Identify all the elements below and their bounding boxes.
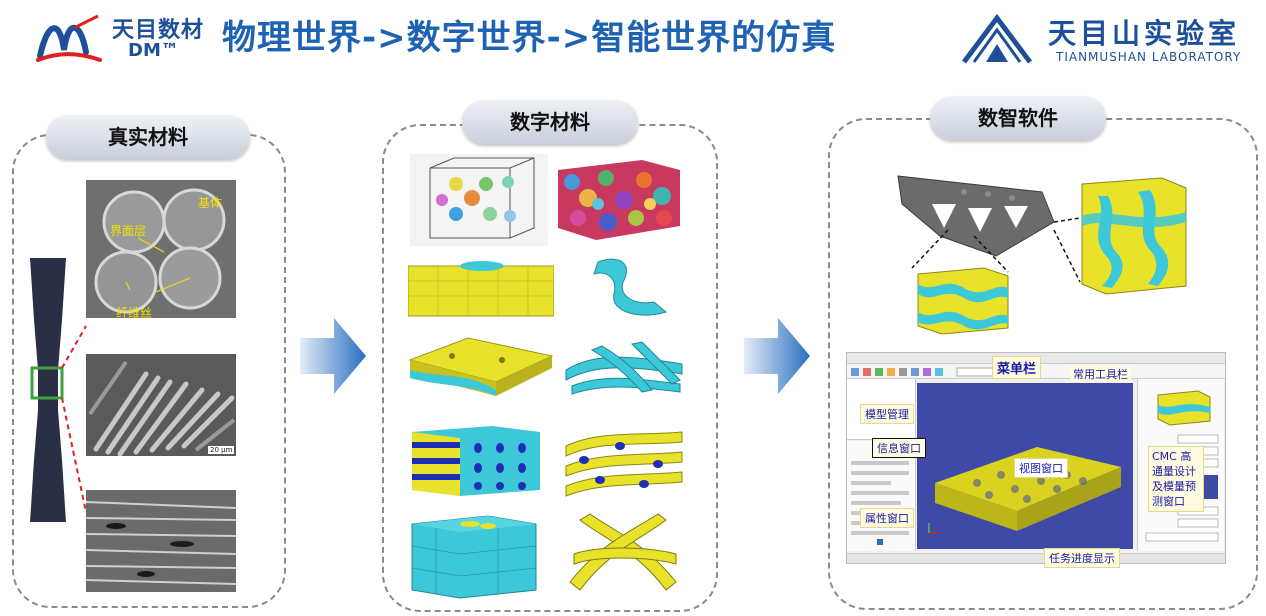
rve-cube-image [1081,177,1187,295]
annotation-task-progress: 任务进度显示 [1044,548,1120,568]
rve-cube-mesh-image [411,515,537,599]
sem-label-matrix: 基体 [198,196,223,210]
software-label: 数智软件 [930,96,1106,140]
sem-laminate-cross-section-image [86,490,236,592]
property-panel[interactable] [847,441,916,551]
lab-name-en: TIANMUSHAN LABORATORY [1056,50,1242,64]
dm-logo-icon [36,14,102,62]
digital-material-label: 数字材料 [462,100,638,144]
brand-name-cn: 天目数材 [112,18,205,43]
annotation-model-manager: 模型管理 [860,404,914,424]
layered-cube-mesh-image [412,426,540,496]
annotation-info-window: 信息窗口 [872,438,926,458]
woven-structure-render [928,447,1121,534]
woven-yarn-mesh-image [565,431,683,497]
status-bar [847,553,1225,563]
woven-fiber-mesh-image [565,341,683,395]
annotation-property-window: 属性窗口 [860,508,914,528]
lattice-component-image [897,175,1055,257]
sem-fiber-bundle-image [86,354,236,456]
sem-label-fiber: 纤维丝 [116,306,153,320]
real-material-label: 真实材料 [46,115,250,159]
flow-arrow-icon [300,318,366,394]
unit-cell-cube-image [917,267,1009,335]
lab-name-cn: 天目山实验室 [1048,17,1241,50]
page-title: 物理世界->数字世界->智能世界的仿真 [222,18,837,58]
braided-yarn-mesh-image [569,513,677,591]
sphere-unit-cell-image [410,154,548,246]
tianmushan-lab-logo-icon [962,13,1032,64]
polycrystal-cube-image [558,160,680,240]
single-fiber-mesh-image [570,250,682,320]
zoom-callout-lines [911,217,1081,283]
cmc-design-panel[interactable] [1137,379,1224,551]
matrix-block-mesh-image [408,261,554,317]
scale-bar-label: 20 μm [208,446,235,454]
annotation-cmc-panel: CMC 高通量设计及模量预测窗口 [1148,446,1204,512]
brand-name-en: DM™ [128,40,179,61]
annotation-view-window: 视图窗口 [1014,458,1068,478]
annotation-toolbar: 常用工具栏 [1070,366,1131,382]
annotation-menu-bar: 菜单栏 [992,356,1042,379]
tensile-specimen-image [30,258,87,522]
plate-section-mesh-image [408,337,554,396]
flow-arrow-icon [744,318,810,394]
sem-label-interface: 界面层 [110,224,147,238]
sem-fiber-cross-section-image [86,180,236,318]
view-window[interactable] [917,383,1133,549]
